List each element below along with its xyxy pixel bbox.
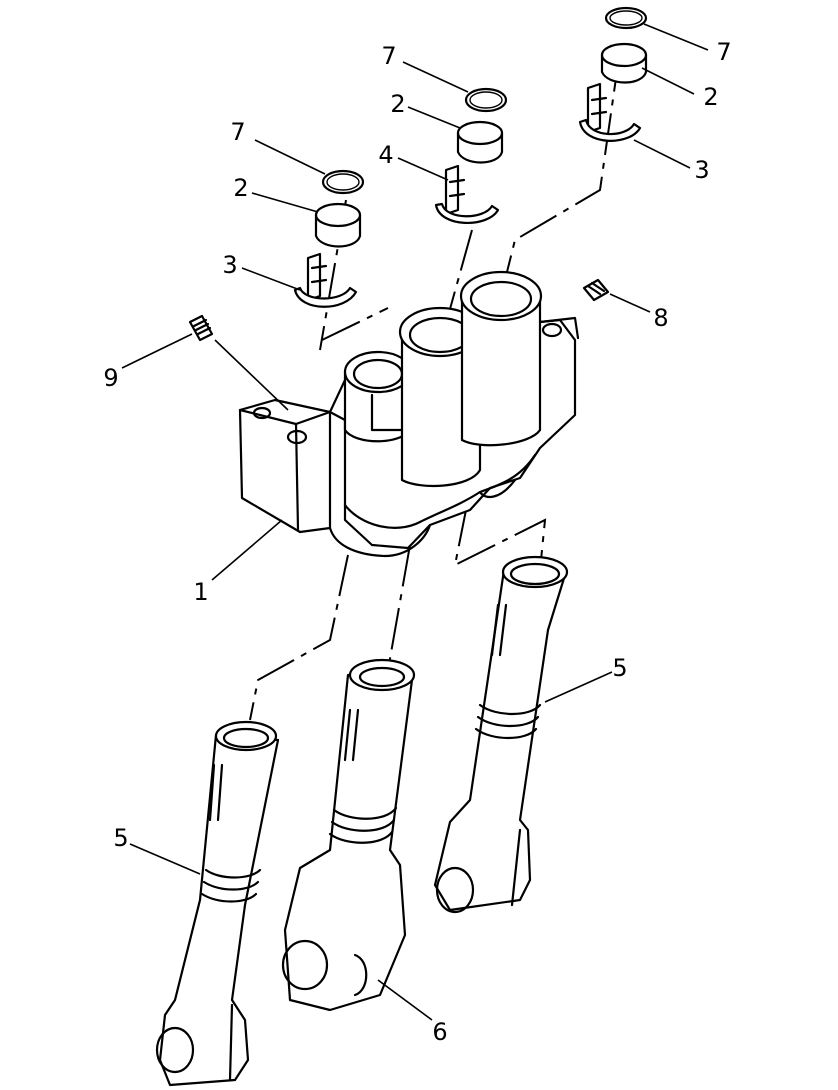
callout-2-left: 2	[233, 174, 249, 202]
callout-8: 8	[653, 304, 669, 332]
callout-2-center: 2	[390, 90, 406, 118]
callout-7-center: 7	[381, 42, 397, 70]
callout-9: 9	[103, 364, 119, 392]
set-screw-8	[582, 278, 610, 302]
callout-3-left: 3	[222, 251, 238, 279]
callout-7-left: 7	[230, 118, 246, 146]
callout-5-left: 5	[113, 824, 129, 852]
callout-3-right: 3	[694, 156, 710, 184]
plug-left	[314, 202, 362, 248]
retainer-center	[434, 164, 500, 224]
retainer-right	[578, 82, 642, 142]
callout-5-right: 5	[612, 654, 628, 682]
callout-6: 6	[432, 1018, 448, 1046]
plug-right	[600, 42, 648, 84]
set-screw-9	[188, 314, 214, 342]
plug-center	[456, 120, 504, 164]
valve-body	[238, 270, 580, 558]
o-ring-seal-left	[321, 169, 365, 195]
callout-4: 4	[378, 141, 394, 169]
retainer-left	[293, 252, 358, 308]
spool-left	[155, 720, 280, 1087]
callout-2-right: 2	[703, 83, 719, 111]
callout-7-right: 7	[716, 38, 732, 66]
spool-right	[433, 555, 569, 914]
leader-lines	[121, 23, 709, 1021]
o-ring-seal-center	[464, 87, 508, 113]
callout-1: 1	[193, 578, 209, 606]
o-ring-seal-right	[604, 6, 648, 30]
spool-center	[281, 658, 416, 1012]
